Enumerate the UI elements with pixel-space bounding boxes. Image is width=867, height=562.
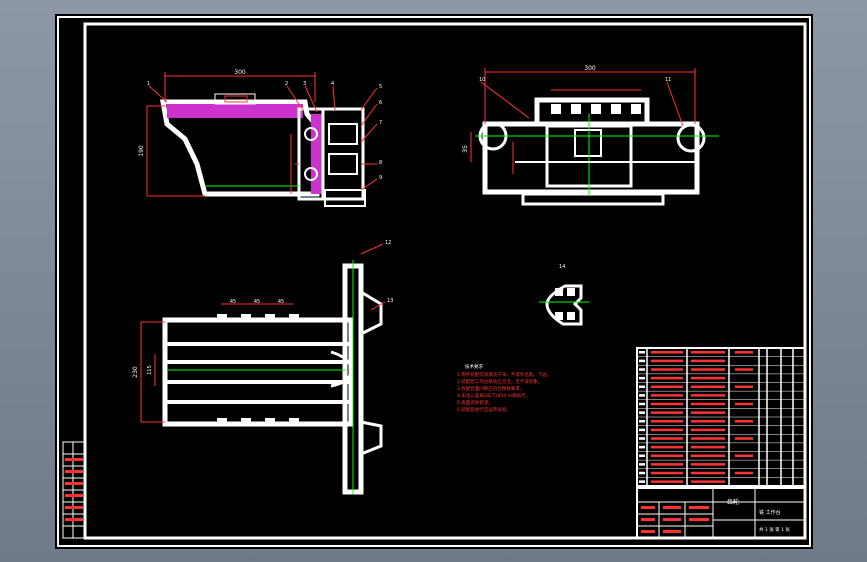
technical-notes: 技术要求 1.零件装配前须清洗干净，不得有毛刺、飞边。 2.装配后工作台移动应灵… [457,363,551,413]
balloon-7: 7 [379,120,382,126]
balloon-14: 14 [559,264,565,270]
dim-top-width: 300 [584,65,596,72]
tech-note-5: 5.表面涂防锈漆。 [457,399,493,406]
balloon-5: 5 [379,84,382,90]
balloon-11: 11 [665,77,671,83]
balloon-4: 4 [331,81,334,87]
balloon-10: 10 [479,77,485,83]
balloon-6: 6 [379,100,382,106]
drawing-sheet: 300 190 1 2 3 4 5 6 7 8 9 [57,16,811,547]
dim-pitch-c: 45 [278,299,284,305]
hatch-top [167,104,303,118]
cad-drawing-canvas[interactable]: 300 190 1 2 3 4 5 6 7 8 9 [55,14,813,549]
balloon-1: 1 [147,81,150,87]
dim-side-width: 300 [234,69,246,76]
dim-front-inner: 115 [147,365,153,375]
balloon-3: 3 [303,81,306,87]
outer-frame [57,16,811,547]
title-block-part-name: 齿轮 [727,498,739,506]
balloon-13: 13 [387,298,393,304]
parts-list [636,347,806,487]
balloon-2: 2 [285,81,288,87]
dim-side-height: 190 [138,145,145,157]
front-view: 230 115 45 45 45 12 13 [132,240,393,495]
tech-note-4: 4.未注公差按GB/T1804-m级执行。 [457,392,530,399]
title-block: 齿轮 铣 工作台 共 1 张 第 1 张 [636,487,806,539]
balloon-12: 12 [385,240,391,246]
binding-strip [62,441,86,539]
title-block-sheet-info: 共 1 张 第 1 张 [759,526,790,533]
dim-pitch-a: 45 [230,299,236,305]
title-block-drawing-name: 铣 工作台 [759,509,781,516]
dim-front-height: 230 [132,366,139,378]
top-view: 300 35 10 11 [462,65,719,206]
side-view: 300 190 1 2 3 4 5 6 7 8 9 [138,69,382,207]
dim-top-left: 35 [462,145,469,153]
dim-pitch-b: 45 [254,299,260,305]
balloon-9: 9 [379,175,382,181]
tech-note-1: 1.零件装配前须清洗干净，不得有毛刺、飞边。 [457,371,551,378]
inner-frame [83,22,807,540]
tech-note-3: 3.各配合面间隙应符合图样要求。 [457,385,524,392]
balloon-8: 8 [379,160,382,166]
detail-view: 14 [539,264,589,326]
tech-note-6: 6.装配后进行空运转试验。 [457,406,511,413]
tech-notes-title: 技术要求 [465,363,483,370]
tech-note-2: 2.装配后工作台移动应灵活，无卡滞现象。 [457,378,542,385]
